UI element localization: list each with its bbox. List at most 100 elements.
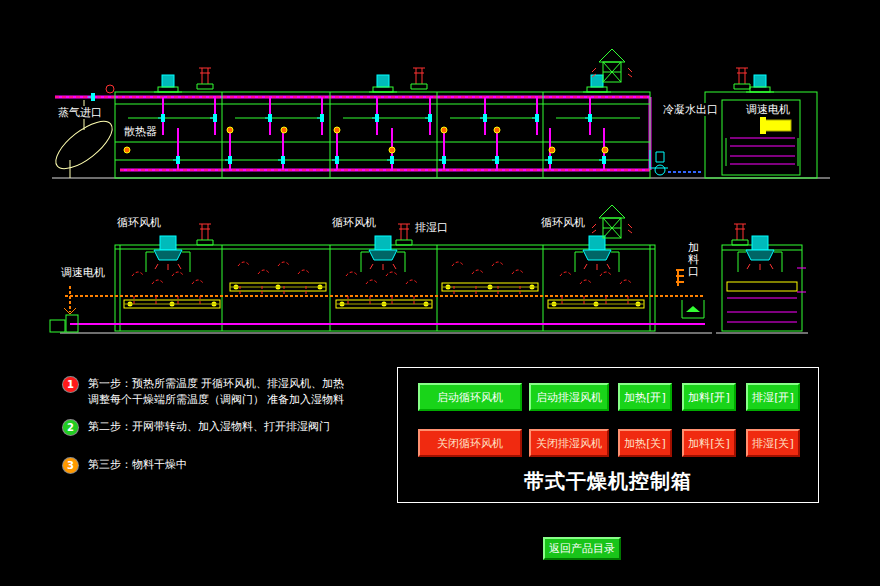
side-view	[732, 224, 748, 245]
side-view	[727, 282, 797, 291]
top-view	[592, 49, 632, 82]
top-view	[705, 92, 817, 178]
button-label: 加热[开]	[624, 391, 666, 404]
panel-title: 带式干燥机控制箱	[398, 469, 818, 493]
stop-button: 加热[关]	[618, 429, 672, 457]
top-view	[494, 127, 500, 133]
part-label: 调速电机	[745, 103, 791, 116]
step-note: 第一步：预热所需温度 开循环风机、排湿风机、加热 调整每个干燥端所需温度（调阀门…	[88, 376, 353, 408]
stop-button: 关闭排湿风机	[529, 429, 609, 457]
top-view	[441, 127, 447, 133]
start-button: 排湿[开]	[746, 383, 800, 411]
part-label: 调速电机	[60, 266, 106, 279]
step-number: 3	[63, 458, 78, 473]
stop-button: 关闭循环风机	[418, 429, 522, 457]
step-note: 第二步：开网带转动、加入湿物料、打开排湿阀门	[88, 419, 353, 435]
top-view	[334, 127, 340, 133]
side-view	[738, 236, 782, 272]
top-view	[602, 147, 608, 153]
side-view	[132, 272, 204, 304]
part-label: 循环风机	[116, 216, 162, 229]
top-view	[265, 114, 272, 122]
side-view	[124, 300, 220, 308]
start-button: 启动排湿风机	[529, 383, 609, 411]
side-view	[396, 224, 412, 245]
top-view	[492, 156, 499, 164]
side-view	[716, 333, 808, 334]
top-view	[668, 171, 702, 173]
top-view	[128, 118, 640, 119]
top-view	[158, 114, 165, 122]
top-view	[225, 156, 232, 164]
side-view	[60, 333, 712, 334]
side-view	[676, 270, 684, 286]
top-view	[372, 114, 379, 122]
side-view	[361, 236, 405, 272]
side-view	[238, 262, 310, 294]
side-view	[686, 306, 700, 312]
top-view	[545, 156, 552, 164]
top-view	[173, 156, 180, 164]
part-label: 散热器	[123, 125, 158, 138]
top-view	[411, 68, 427, 89]
start-button: 加热[开]	[618, 383, 672, 411]
side-view	[592, 205, 632, 238]
side-view	[230, 283, 326, 291]
top-view	[88, 93, 95, 101]
top-view	[549, 147, 555, 153]
button-label: 启动循环风机	[437, 391, 503, 404]
button-label: 加料[关]	[688, 437, 730, 450]
top-view	[425, 114, 432, 122]
top-view	[163, 97, 590, 135]
side-view	[346, 272, 418, 304]
top-view	[210, 114, 217, 122]
side-view	[336, 300, 432, 308]
side-view	[70, 323, 705, 325]
step-item: 2 第二步：开网带转动、加入湿物料、打开排湿阀门	[63, 420, 353, 435]
side-view	[727, 298, 797, 322]
start-button: 加料[开]	[682, 383, 736, 411]
step-item: 1 第一步：预热所需温度 开循环风机、排湿风机、加热 调整每个干燥端所需温度（调阀…	[63, 377, 353, 408]
start-button: 启动循环风机	[418, 383, 522, 411]
button-label: 加热[关]	[624, 437, 666, 450]
step-item: 3 第三步：物料干燥中	[63, 458, 353, 473]
part-label: 循环风机	[540, 216, 586, 229]
top-view	[369, 75, 397, 92]
top-view	[115, 92, 650, 178]
step-note: 第三步：物料干燥中	[88, 457, 353, 473]
top-view	[115, 92, 650, 178]
button-label: 启动排湿风机	[536, 391, 602, 404]
stop-button: 排湿[关]	[746, 429, 800, 457]
top-view	[765, 120, 791, 131]
top-view	[55, 97, 650, 170]
button-label: 加料[开]	[688, 391, 730, 404]
side-view	[65, 295, 705, 297]
top-view	[278, 156, 285, 164]
step-number: 2	[63, 420, 78, 435]
side-view	[50, 320, 65, 332]
top-view	[106, 85, 114, 93]
button-label: 关闭循环风机	[437, 437, 503, 450]
top-view	[730, 138, 795, 164]
part-label: 冷凝水出口	[662, 103, 719, 116]
top-view	[387, 156, 394, 164]
side-view	[442, 283, 538, 291]
top-view	[655, 165, 665, 175]
button-label: 排湿[开]	[752, 391, 794, 404]
top-view	[154, 75, 182, 92]
step-number: 1	[63, 377, 78, 392]
top-view	[532, 114, 539, 122]
inlet-label: 加料口	[688, 241, 699, 279]
top-view	[317, 114, 324, 122]
part-label: 排湿口	[414, 221, 449, 234]
top-view	[49, 49, 830, 178]
top-view	[722, 100, 800, 175]
top-view	[227, 127, 233, 133]
side-view	[797, 268, 806, 292]
top-view	[197, 68, 213, 89]
top-view	[55, 97, 650, 170]
top-view	[332, 156, 339, 164]
top-view	[439, 156, 446, 164]
return-button: 返回产品目录	[543, 537, 621, 560]
top-view	[760, 117, 766, 134]
